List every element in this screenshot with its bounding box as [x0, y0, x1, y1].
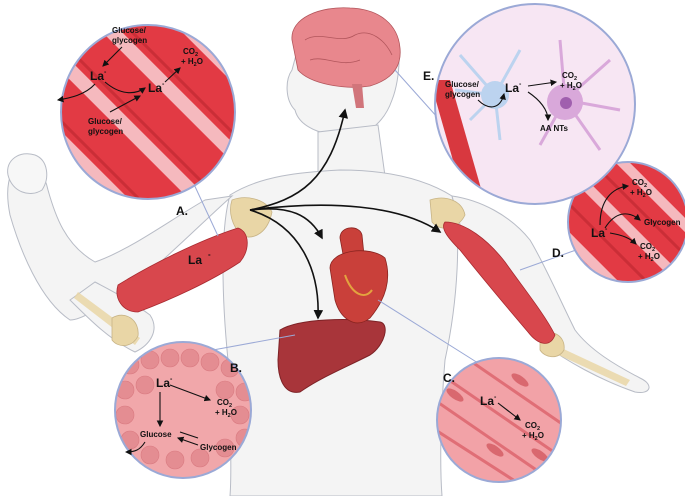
panel-a-co2: CO2	[183, 47, 198, 58]
right-biceps	[443, 221, 556, 344]
panel-b-arrow-la-to-co2	[169, 384, 212, 402]
heart-vessel	[344, 274, 373, 296]
panel-b-arrow-glucose-out	[124, 441, 146, 456]
panel-d-la: La	[591, 226, 605, 240]
panel-a-glucose-line1: Glucose/	[112, 26, 147, 35]
leader-c	[377, 299, 479, 364]
leader-e	[394, 69, 439, 119]
panel-d-arrow-to-glycogen	[604, 213, 641, 229]
panel-c: La - CO2 + H2O C.	[436, 357, 562, 483]
trafficking-arrows	[249, 108, 442, 320]
panel-b-glucose: Glucose	[140, 430, 172, 439]
panel-a-arrow-la-to-la	[104, 81, 146, 94]
panel-a-la-mid: La	[148, 81, 162, 95]
panel-e-aa-nts: AA NTs	[540, 124, 569, 133]
panel-a-glucose-bottom-line1: Glucose/	[88, 117, 123, 126]
fist	[7, 153, 48, 194]
panel-d-h2o-top: + H2O	[630, 188, 652, 199]
panel-c-arrow-la-to-co2	[497, 402, 521, 421]
body-la-charge: -	[208, 250, 211, 259]
arrow-to-heart	[249, 207, 323, 240]
panel-d-border	[567, 161, 685, 283]
panel-a-h2o: + H2O	[181, 57, 203, 68]
panel-a-glucose-bottom-line2: glycogen	[88, 127, 123, 136]
neck	[317, 124, 386, 177]
body-la-text: La	[188, 253, 202, 267]
right-forearm-bone	[552, 345, 630, 386]
panel-e-border	[434, 3, 636, 205]
panel-b-arrow-glucose-to-glycogen	[179, 431, 199, 439]
panel-d-h2o-bottom: + H2O	[638, 252, 660, 263]
panel-e-astrocyte	[454, 49, 522, 141]
panel-b-border	[114, 341, 252, 479]
panel-c-la-charge: -	[494, 394, 497, 401]
panel-e: Glucose/ glycogen La - CO2 + H2O AA NTs …	[423, 3, 636, 205]
panel-b-letter: B.	[230, 361, 242, 375]
brain-fold	[304, 32, 393, 64]
panel-a-arrow-la-to-co2	[164, 67, 181, 83]
muscles	[116, 221, 556, 344]
leader-b	[212, 334, 296, 351]
brain-cortex	[291, 7, 401, 88]
left-elbow-bone	[111, 314, 139, 346]
leader-d	[519, 249, 577, 271]
panel-a-la-left-charge: -	[104, 69, 107, 76]
arrow-to-liver	[249, 209, 324, 320]
arrow-to-brain	[249, 108, 349, 211]
leader-lines	[191, 69, 577, 364]
heart	[329, 227, 389, 324]
panel-d-la-charge: -	[605, 226, 608, 233]
panel-b-glycogen: Glycogen	[200, 443, 237, 452]
liver	[277, 319, 386, 393]
panel-e-la: La	[505, 81, 519, 95]
panel-d-co2-bottom: CO2	[640, 242, 655, 253]
panel-a-arrow-glucose-to-la	[102, 46, 123, 67]
panel-e-h2o: + H2O	[560, 81, 582, 92]
brain-stem	[352, 84, 364, 108]
panel-b-la: La	[156, 376, 170, 390]
panel-e-co2: CO2	[562, 71, 577, 82]
body-lactate-label: La -	[188, 250, 211, 267]
panel-d-letter: D.	[552, 246, 564, 260]
panel-d-arrow-to-co2-bottom	[609, 232, 637, 245]
panel-a-border	[60, 24, 236, 200]
panel-a-la-mid-charge: -	[162, 81, 165, 88]
panel-c-letter: C.	[443, 371, 455, 385]
panel-e-arrow-glucose-to-la	[477, 92, 506, 108]
panel-a-arrow-glucose-to-la2	[109, 95, 141, 113]
panel-b-arrow-glycogen-to-glucose	[176, 436, 199, 446]
panel-a-glucose-line2: glycogen	[112, 36, 147, 45]
panel-c-co2: CO2	[525, 421, 540, 432]
heart-body	[329, 250, 389, 324]
panel-d-glycogen: Glycogen	[644, 218, 681, 227]
panel-c-nuclei	[446, 373, 549, 462]
panel-d-arrow-to-co2-top	[599, 183, 630, 226]
panel-b: La - CO2 + H2O Glucose Glycogen B.	[114, 341, 252, 479]
panel-e-arrow-la-to-co2	[527, 79, 558, 87]
panel-e-astrocyte-body	[481, 81, 509, 109]
left-biceps	[116, 227, 248, 313]
panel-e-glucose-line2: glycogen	[445, 90, 480, 99]
panel-e-la-charge: -	[519, 81, 522, 88]
brain	[291, 7, 401, 108]
panel-b-h2o: + H2O	[215, 408, 237, 419]
panel-a-letter: A.	[176, 204, 188, 218]
panel-c-h2o: + H2O	[522, 431, 544, 442]
panel-e-arrow-la-to-aa	[527, 91, 552, 122]
panel-a-la-left: La	[90, 69, 104, 83]
panel-e-letter: E.	[423, 69, 434, 83]
arrow-to-right-arm	[249, 204, 442, 233]
panel-c-la: La	[480, 394, 494, 408]
leader-a	[191, 179, 219, 237]
panel-d-co2-top: CO2	[632, 178, 647, 189]
panel-c-border	[436, 357, 562, 483]
panel-a-arrow-la-to-out	[56, 83, 96, 103]
panel-b-la-charge: -	[170, 376, 173, 383]
panel-e-glucose-line1: Glucose/	[445, 80, 480, 89]
panel-e-neuron-nucleus	[560, 97, 572, 109]
panel-b-co2: CO2	[217, 398, 232, 409]
panel-e-neuron	[538, 39, 621, 151]
